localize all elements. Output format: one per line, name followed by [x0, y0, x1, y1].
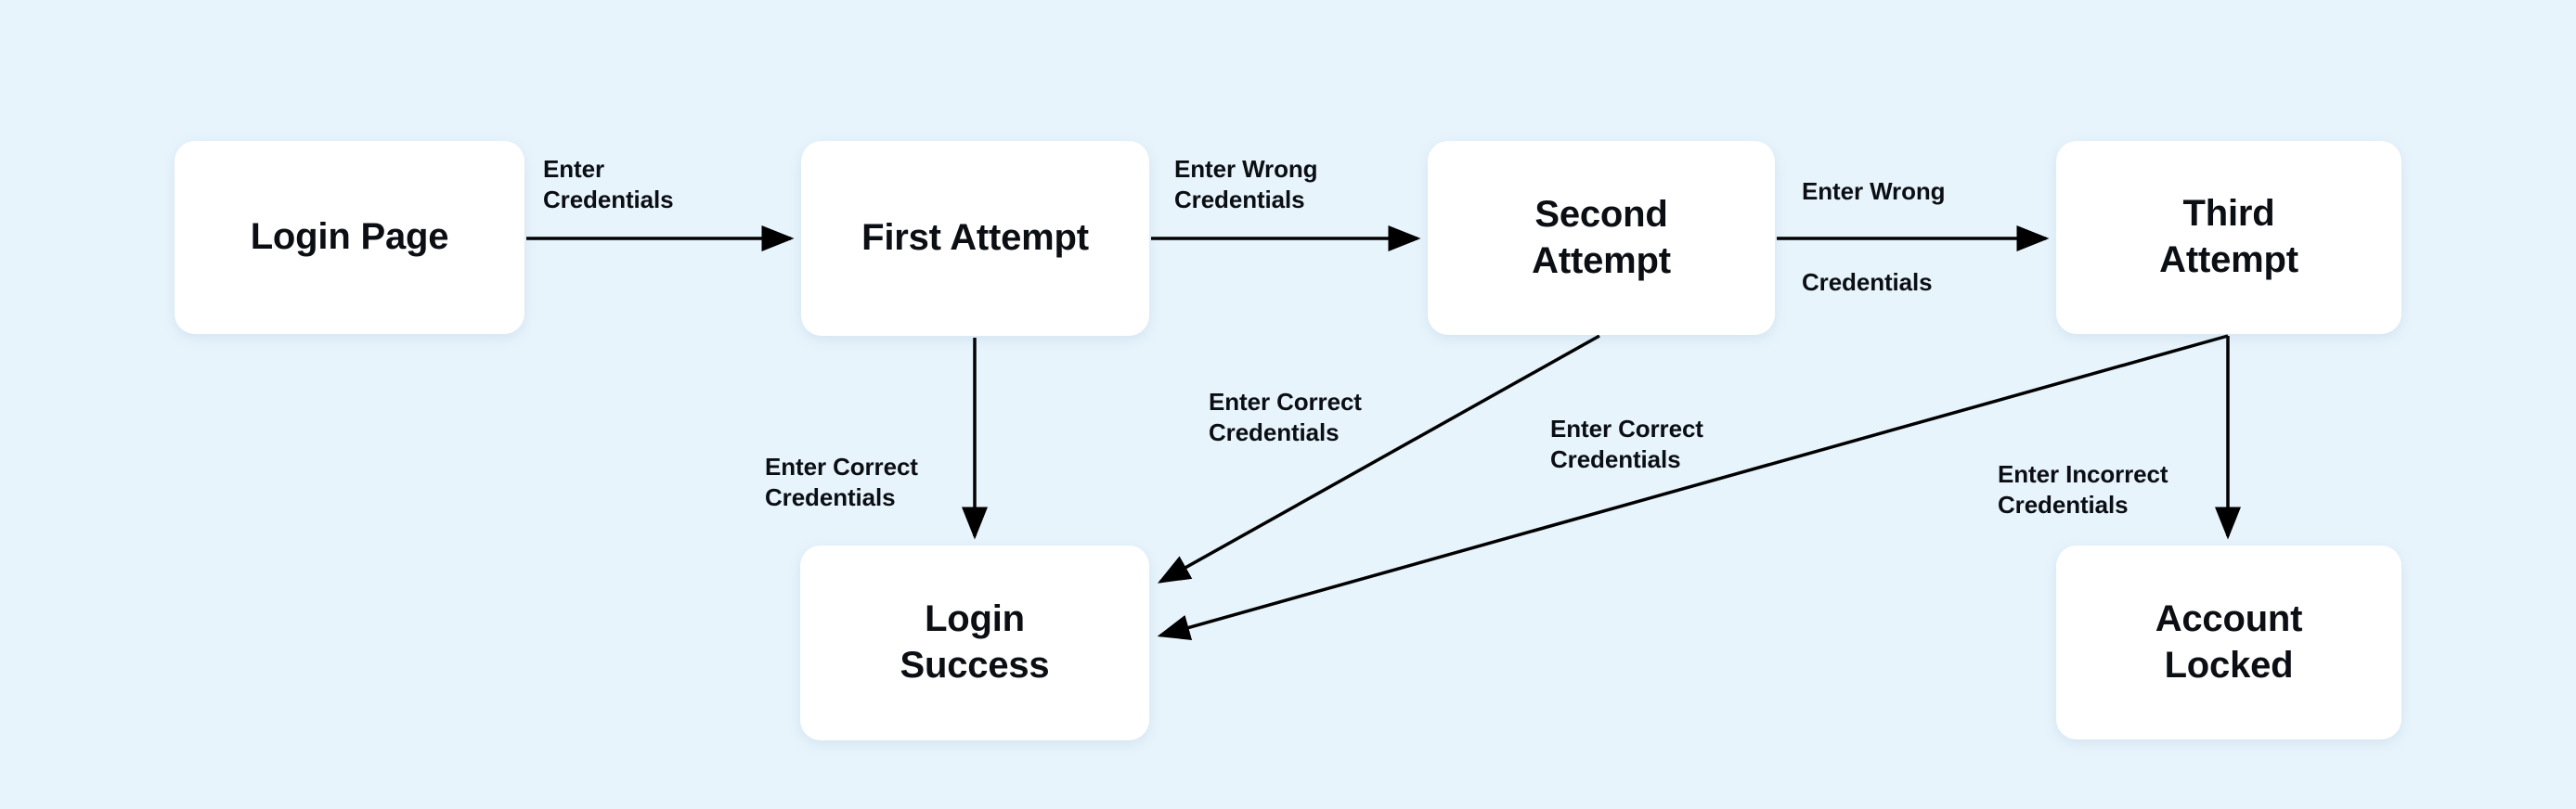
edge-label-enter-correct-credentials-first: Enter Correct Credentials	[765, 453, 918, 512]
node-account-locked[interactable]: Account Locked	[2056, 546, 2401, 739]
edge-label-enter-incorrect-credentials: Enter Incorrect Credentials	[1998, 460, 2168, 520]
node-first-attempt-label: First Attempt	[861, 217, 1089, 259]
node-first-attempt[interactable]: First Attempt	[801, 141, 1149, 336]
node-login-success[interactable]: Login Success	[800, 546, 1149, 740]
edge-second-attempt-to-login-success	[1157, 334, 1600, 584]
edge-label-enter-credentials: Enter Credentials	[543, 155, 674, 214]
edge-label-credentials-below: Credentials	[1802, 268, 1933, 296]
node-second-attempt-label: Second Attempt	[1532, 193, 1671, 281]
edge-label-enter-correct-credentials-third: Enter Correct Credentials	[1550, 415, 1703, 474]
edge-label-enter-wrong-credentials-first-to-second: Enter Wrong Credentials	[1174, 155, 1318, 214]
node-third-attempt-label: Third Attempt	[2159, 193, 2298, 280]
node-login-page-label: Login Page	[250, 216, 449, 258]
edge-label-enter-correct-credentials-second: Enter Correct Credentials	[1209, 388, 1362, 447]
node-login-success-label: Login Success	[900, 598, 1050, 686]
edge-label-enter-wrong-above: Enter Wrong	[1802, 177, 1946, 205]
node-second-attempt[interactable]: Second Attempt	[1428, 141, 1775, 335]
node-account-locked-label: Account Locked	[2155, 597, 2303, 686]
node-login-page[interactable]: Login Page	[175, 141, 524, 334]
node-third-attempt[interactable]: Third Attempt	[2056, 141, 2401, 334]
